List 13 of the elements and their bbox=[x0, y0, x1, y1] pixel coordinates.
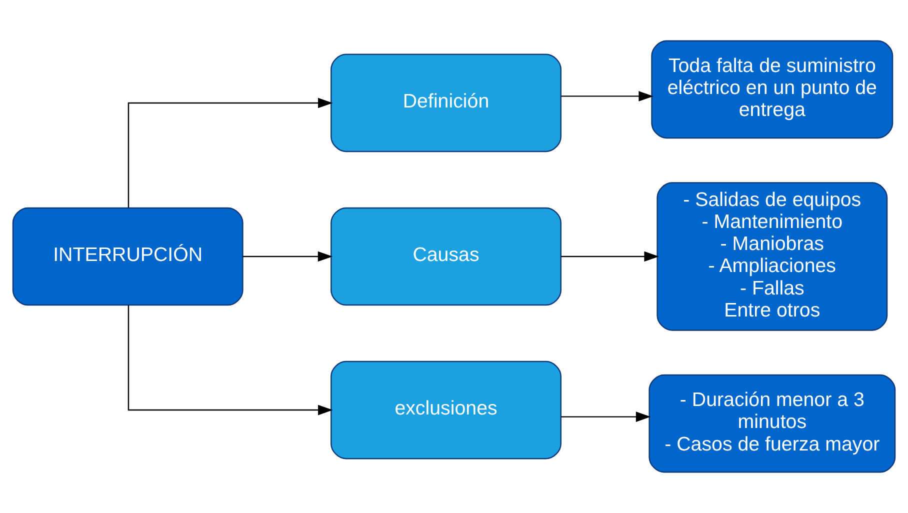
arrow bbox=[128, 98, 333, 208]
node-box: INTERRUPCIÓN bbox=[12, 207, 244, 306]
arrow bbox=[128, 305, 333, 416]
arrow bbox=[242, 251, 333, 262]
arrow bbox=[561, 412, 651, 422]
node-box: - Salidas de equipos - Mantenimiento - Maniobras - Ampliaciones - Fallas Entre otros bbox=[656, 182, 888, 331]
arrow bbox=[561, 251, 659, 262]
node-box: Toda falta de suministro eléctrico en un punto de entrega bbox=[651, 40, 894, 139]
arrow bbox=[561, 91, 654, 102]
node-box: exclusiones bbox=[330, 360, 562, 460]
node-box: Causas bbox=[330, 207, 562, 306]
node-box: - Duración menor a 3 minutos - Casos de fuerza mayor bbox=[648, 374, 896, 473]
node-box: Definición bbox=[330, 54, 562, 152]
